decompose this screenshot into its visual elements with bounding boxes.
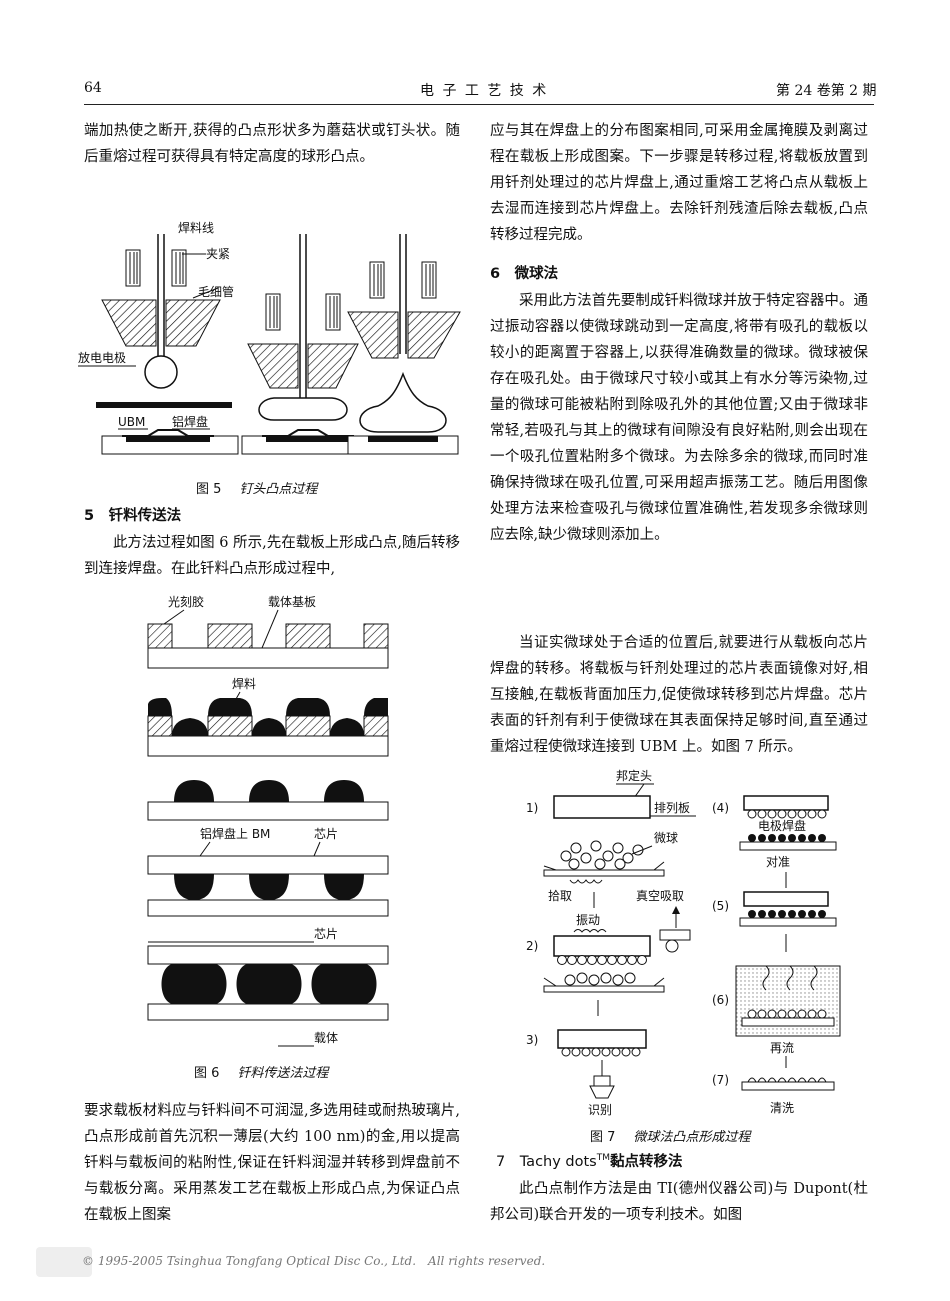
journal-title: 电 子 工 艺 技 术 [420, 83, 549, 99]
fig5-stage-2 [241, 234, 379, 455]
left-para-1: 端加热使之断开,获得的凸点形状多为蘑菇状或钉头状。随后重熔过程可获得具有特定高度… [84, 123, 460, 165]
fig7-label-microball: 微球 [654, 831, 678, 845]
fig5-label-al-pad: 铝焊盘 [172, 414, 208, 429]
section-7-title: 7 Tachy dotsTM黏点转移法 [496, 1153, 683, 1170]
fig7-step-5: (5) [712, 899, 729, 913]
fig7-label-vibration: 振动 [576, 913, 600, 927]
fig7-label-bond-head: 邦定头 [616, 768, 652, 783]
fig7-label-array-plate: 排列板 [654, 801, 690, 815]
figure-7-diagram: 1) 2) 3) 邦定头 排列板 微球 拾取 真空吸取 振动 识别 (4) [526, 768, 841, 1117]
fig5-label-wire: 焊料线 [178, 220, 214, 235]
fig7-step-6: (6) [712, 993, 729, 1007]
fig6-label-chip-1: 芯片 [314, 827, 338, 841]
right-para-1: 应与其在焊盘上的分布图案相同,可采用金属掩膜及剥离过程在载板上形成图案。下一步骤… [490, 123, 868, 243]
fig7-label-reflow: 再流 [770, 1041, 794, 1055]
fig7-label-electrode-pad: 电极焊盘 [758, 818, 806, 833]
fig5-label-ubm: UBM [118, 415, 145, 429]
fig6-label-chip-2: 芯片 [314, 927, 338, 941]
header-rule [84, 104, 874, 105]
fig7-label-identify: 识别 [588, 1103, 612, 1117]
copyright-footer: © 1995-2005 Tsinghua Tongfang Optical Di… [82, 1254, 546, 1268]
fig6-label-carrier-substrate: 载体基板 [268, 595, 316, 609]
fig7-label-align: 对准 [766, 855, 790, 869]
fig7-step-1: 1) [526, 801, 538, 815]
fig5-label-clamp: 夹紧 [206, 247, 230, 261]
fig6-label-solder: 焊料 [232, 676, 256, 691]
fig7-label-clean: 清洗 [770, 1101, 794, 1115]
left-para-after-fig6: 要求载板材料应与钎料间不可润湿,多选用硅或耐热玻璃片,凸点形成前首先沉积一薄层(… [84, 1103, 460, 1223]
publisher-logo [36, 1247, 92, 1277]
fig6-label-al-pad-bm: 铝焊盘上 BM [200, 826, 270, 841]
fig7-step-4: (4) [712, 801, 729, 815]
fig6-label-carrier: 载体 [314, 1031, 338, 1045]
section-5-title: 5 钎料传送法 [84, 508, 182, 524]
fig5-label-capillary: 毛细管 [198, 284, 234, 299]
figure-5-diagram: 焊料线 夹紧 毛细管 放电电极 UBM 铝焊盘 [78, 220, 461, 455]
section-5-para: 此方法过程如图 6 所示,先在载板上形成凸点,随后转移到连接焊盘。在此钎料凸点形… [84, 535, 460, 577]
issue-label: 第 24 卷第 2 期 [776, 83, 877, 99]
fig7-label-pickup: 拾取 [548, 888, 572, 903]
fig6-label-photoresist: 光刻胶 [168, 594, 204, 609]
fig5-stage-3 [347, 234, 461, 455]
fig7-step-2: 2) [526, 939, 538, 953]
section-6-para-2: 当证实微球处于合适的位置后,就要进行从载板向芯片焊盘的转移。将载板与钎剂处理过的… [490, 635, 868, 755]
page-number: 64 [84, 80, 102, 96]
section-7-para: 此凸点制作方法是由 TI(德州仪器公司)与 Dupont(杜邦公司)联合开发的一… [490, 1181, 868, 1223]
fig7-label-vacuum: 真空吸取 [636, 889, 684, 903]
section-6-title: 6 微球法 [490, 266, 559, 282]
fig7-step-7: (7) [712, 1073, 729, 1087]
figure-6-diagram: 光刻胶 载体基板 焊料 铝焊盘上 BM 芯片 芯片 载体 [147, 594, 389, 1047]
fig5-stage-1 [96, 234, 239, 455]
fig5-label-electrode: 放电电极 [78, 350, 126, 365]
fig7-step-3: 3) [526, 1033, 538, 1047]
section-6-para-1: 采用此方法首先要制成钎料微球并放于特定容器中。通过振动容器以使微球跳动到一定高度… [490, 293, 868, 543]
